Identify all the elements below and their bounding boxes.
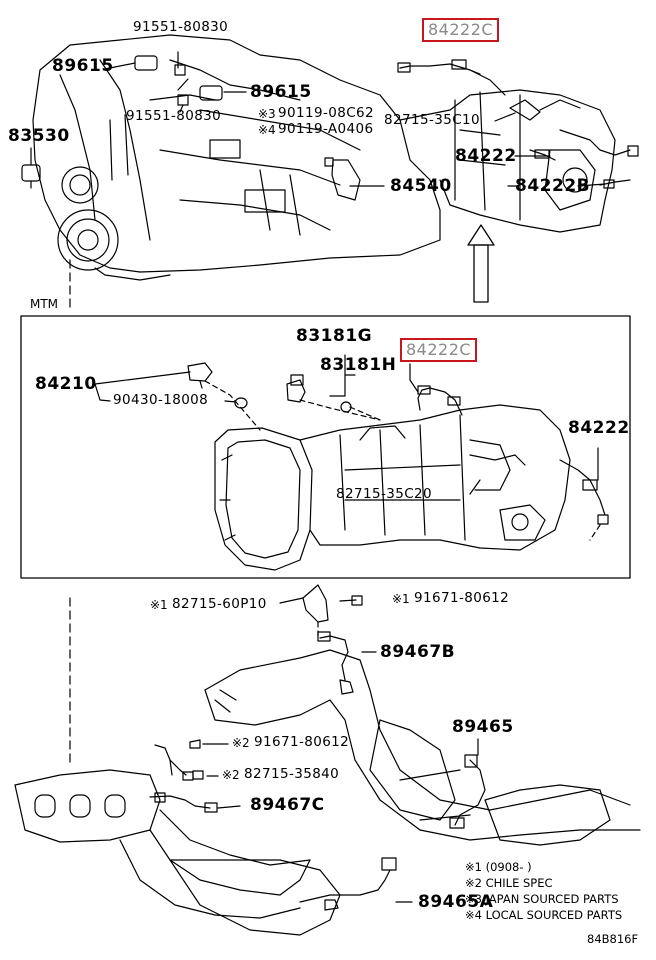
part-label-82715-35c10: 82715-35C10	[384, 112, 480, 128]
part-label-90430-18008: 90430-18008	[113, 392, 209, 408]
part-label-90119-a0406: 90119-A0406	[278, 121, 374, 137]
part-label-91671-80612-a: 91671-80612	[414, 590, 510, 606]
part-label-84222-top: 84222	[455, 146, 517, 166]
part-label-82715-35840: 82715-35840	[244, 766, 340, 782]
part-label-90119-08c62: 90119-08C62	[278, 105, 374, 121]
mark-1-b: ※1	[392, 592, 410, 606]
part-label-84222b: 84222B	[515, 176, 591, 196]
mark-4: ※4	[258, 123, 276, 137]
note-3: ※3 JAPAN SOURCED PARTS	[465, 892, 619, 906]
mtm-label: MTM	[30, 297, 59, 311]
part-label-82715-60p10: 82715-60P10	[172, 596, 267, 612]
part-label-89467b: 89467B	[380, 642, 456, 662]
part-label-89465: 89465	[452, 717, 514, 737]
mark-2-a: ※2	[232, 736, 250, 750]
note-1: ※1 (0908- )	[465, 860, 532, 874]
part-label-89615-right: 89615	[250, 82, 312, 102]
figure-code: 84B816F	[587, 932, 639, 946]
part-label-83530: 83530	[8, 126, 70, 146]
exhaust-drawing	[14, 584, 641, 936]
part-label-91671-80612-b: 91671-80612	[254, 734, 350, 750]
note-4: ※4 LOCAL SOURCED PARTS	[465, 908, 623, 922]
mark-1-a: ※1	[150, 598, 168, 612]
part-label-89615-left: 89615	[52, 56, 114, 76]
engine-transmission-drawing	[21, 34, 639, 313]
part-label-89467c: 89467C	[250, 795, 325, 815]
note-2: ※2 CHILE SPEC	[465, 876, 553, 890]
inset-transmission-drawing	[94, 354, 609, 571]
part-label-84222-inset: 84222	[568, 418, 630, 438]
mark-3: ※3	[258, 107, 276, 121]
part-label-83181g: 83181G	[296, 326, 373, 346]
part-label-84222c-inset-highlighted[interactable]: 84222C	[400, 338, 478, 362]
part-label-89465a: 89465A	[418, 892, 494, 912]
part-label-84210: 84210	[35, 374, 97, 394]
part-label-84222c-top-highlighted[interactable]: 84222C	[422, 18, 500, 42]
part-label-91551-80830-bottom: 91551-80830	[126, 108, 222, 124]
part-label-82715-35c20: 82715-35C20	[336, 486, 432, 502]
inset-frame	[20, 315, 631, 579]
part-label-91551-80830-top: 91551-80830	[133, 19, 229, 35]
part-label-83181h: 83181H	[320, 355, 397, 375]
mark-2-b: ※2	[222, 768, 240, 782]
part-label-84540: 84540	[390, 176, 452, 196]
